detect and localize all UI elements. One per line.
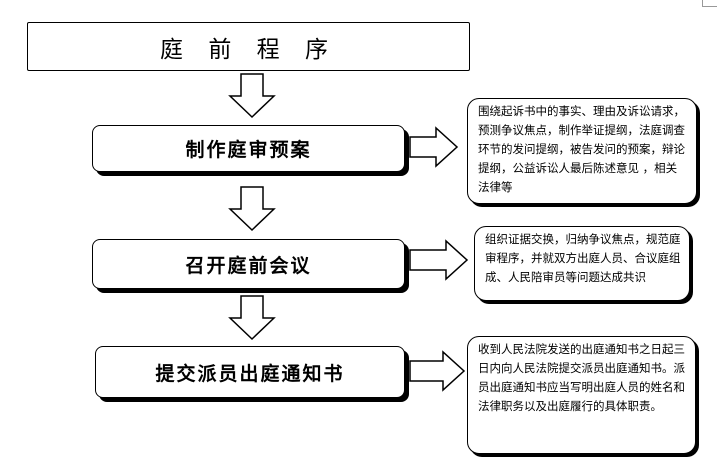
note-text-1: 围绕起诉书中的事实、理由及诉讼请求，预测争议焦点，制作举证提纲，法庭调查环节的发… [478, 104, 685, 194]
note-text-2: 组织证据交换，归纳争议焦点，规范庭审程序，并就双方出庭人员、合议庭组成、人民陪审… [485, 232, 681, 284]
step-box-2: 召开庭前会议 [92, 239, 405, 289]
right-arrow-2 [409, 239, 469, 281]
step-box-3: 提交派员出庭通知书 [95, 346, 405, 398]
down-arrow-2 [228, 186, 276, 232]
step-label-2: 召开庭前会议 [185, 254, 312, 277]
title-text: 庭 前 程 序 [160, 36, 337, 63]
corner-mark [702, 0, 717, 7]
note-text-3: 收到人民法院发送的出庭通知书之日起三日内向人民法院提交派员出庭通知书。派员出庭通… [478, 342, 685, 413]
note-box-2: 组织证据交换，归纳争议焦点，规范庭审程序，并就双方出庭人员、合议庭组成、人民陪审… [474, 226, 690, 301]
right-arrow-3 [409, 350, 466, 392]
down-arrow-1 [228, 73, 276, 119]
down-arrow-3 [228, 295, 276, 341]
note-box-3: 收到人民法院发送的出庭通知书之日起三日内向人民法院提交派员出庭通知书。派员出庭通… [467, 336, 696, 454]
step-label-1: 制作庭审预案 [185, 139, 312, 161]
note-box-1: 围绕起诉书中的事实、理由及诉讼请求，预测争议焦点，制作举证提纲，法庭调查环节的发… [467, 98, 697, 204]
right-arrow-1 [409, 126, 459, 168]
title-box: 庭 前 程 序 [27, 22, 470, 71]
step-box-1: 制作庭审预案 [92, 125, 405, 172]
step-label-3: 提交派员出庭通知书 [155, 362, 345, 385]
